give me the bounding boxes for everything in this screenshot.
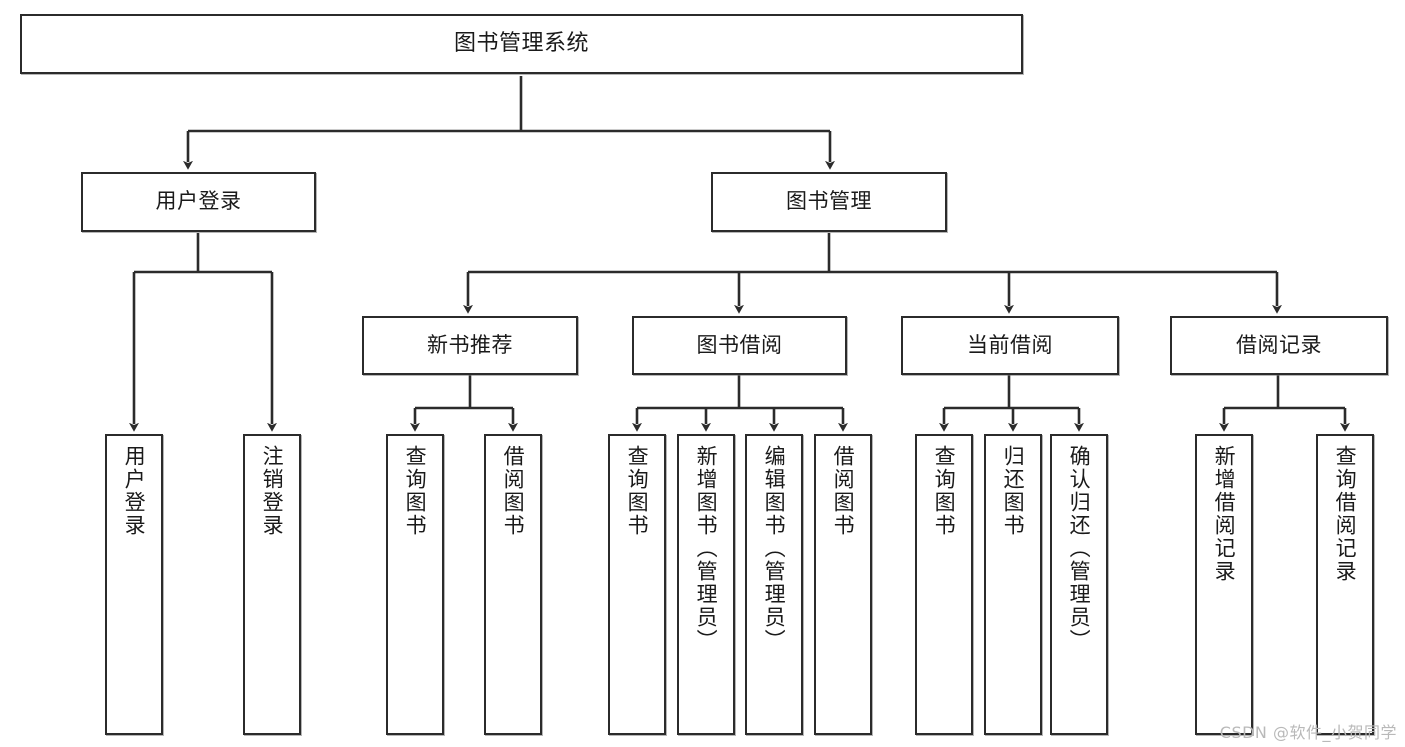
- node-label: 图书管理: [786, 189, 872, 214]
- node-label: 新增图书（管理员）: [694, 445, 719, 652]
- node-label: 查询图书: [932, 445, 957, 537]
- leaf-record-query-record[interactable]: 查询借阅记录: [1316, 434, 1374, 735]
- watermark: CSDN @软件_小贺同学: [1219, 723, 1397, 742]
- node-label: 编辑图书（管理员）: [762, 445, 787, 652]
- leaf-current-return-book[interactable]: 归还图书: [984, 434, 1042, 735]
- node-borrow-record[interactable]: 借阅记录: [1170, 316, 1388, 375]
- node-label: 图书借阅: [696, 332, 783, 357]
- node-new-book-recommend[interactable]: 新书推荐: [362, 316, 578, 375]
- node-label: 查询图书: [625, 445, 650, 537]
- node-label: 借阅记录: [1236, 332, 1322, 357]
- node-label: 归还图书: [1001, 445, 1026, 537]
- leaf-user-login-logout[interactable]: 注销登录: [243, 434, 301, 735]
- node-label: 用户登录: [155, 189, 242, 214]
- node-label: 确认归还（管理员）: [1067, 445, 1092, 652]
- node-label: 新书推荐: [427, 332, 513, 357]
- node-user-login[interactable]: 用户登录: [81, 172, 316, 232]
- leaf-user-login-login[interactable]: 用户登录: [105, 434, 163, 735]
- node-label: 借阅图书: [501, 445, 526, 537]
- leaf-borrow-edit-book-admin[interactable]: 编辑图书（管理员）: [745, 434, 803, 735]
- leaf-borrow-borrow-book[interactable]: 借阅图书: [814, 434, 872, 735]
- node-label: 查询借阅记录: [1333, 445, 1358, 583]
- node-label: 新增借阅记录: [1212, 445, 1237, 583]
- node-label: 借阅图书: [831, 445, 856, 537]
- leaf-borrow-query-book[interactable]: 查询图书: [608, 434, 666, 735]
- leaf-borrow-add-book-admin[interactable]: 新增图书（管理员）: [677, 434, 735, 735]
- leaf-current-confirm-return-admin[interactable]: 确认归还（管理员）: [1050, 434, 1108, 735]
- node-root-system[interactable]: 图书管理系统: [20, 14, 1023, 74]
- node-label: 查询图书: [403, 445, 428, 537]
- node-label: 用户登录: [122, 445, 147, 537]
- node-book-borrow[interactable]: 图书借阅: [632, 316, 847, 375]
- node-book-management[interactable]: 图书管理: [711, 172, 947, 232]
- node-label: 注销登录: [260, 445, 285, 537]
- leaf-record-add-record[interactable]: 新增借阅记录: [1195, 434, 1253, 735]
- leaf-recommend-borrow-book[interactable]: 借阅图书: [484, 434, 542, 735]
- node-label: 图书管理系统: [453, 30, 589, 56]
- node-label: 当前借阅: [967, 332, 1053, 357]
- leaf-recommend-query-book[interactable]: 查询图书: [386, 434, 444, 735]
- node-current-borrow[interactable]: 当前借阅: [901, 316, 1119, 375]
- leaf-current-query-book[interactable]: 查询图书: [915, 434, 973, 735]
